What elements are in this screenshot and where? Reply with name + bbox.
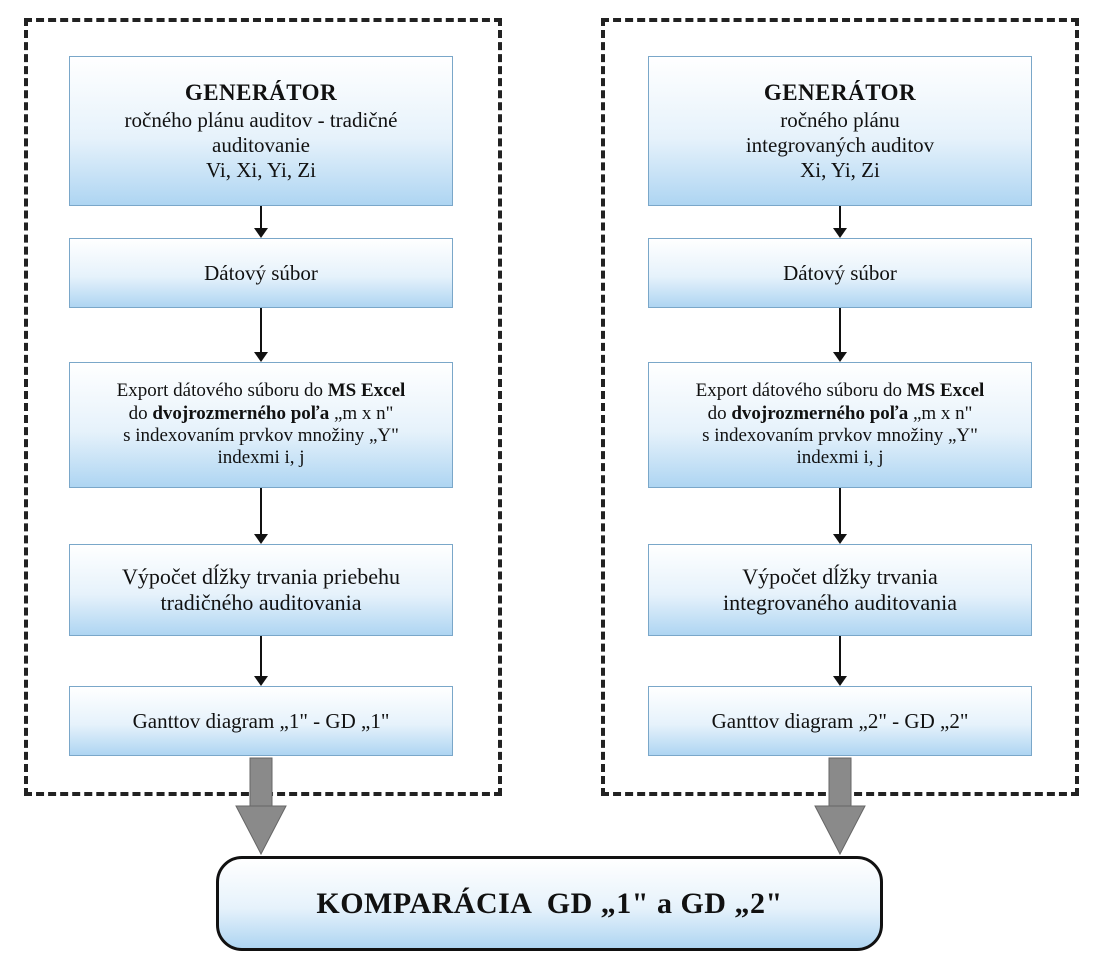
right-gantt-label: Ganttov diagram „2" - GD „2" [711,708,969,733]
left-export-l2-text: do [128,402,153,424]
right-export-line1: Export dátového súboru do MS Excel [696,380,985,402]
left-generator-line2: auditovanie [212,133,310,158]
right-export-box: Export dátového súboru do MS Excel do dv… [648,362,1032,488]
left-export-line4: indexmi i, j [217,447,305,469]
right-data-file-label: Dátový súbor [783,260,897,285]
right-arrow-4-head [833,676,847,686]
right-calc-box: Výpočet dĺžky trvania integrovaného audi… [648,544,1032,636]
right-export-l2-bold: dvojrozmerného poľa [731,402,909,424]
left-generator-vars: Vi, Xi, Yi, Zi [206,157,316,182]
left-arrow-4-line [260,636,262,676]
left-export-l1-bold: MS Excel [327,380,406,402]
left-big-arrow [235,757,287,856]
left-arrow-4-head [254,676,268,686]
left-export-box: Export dátového súboru do MS Excel do dv… [69,362,453,488]
left-generator-title: GENERÁTOR [184,80,338,106]
left-generator-line1: ročného plánu auditov - tradičné [124,108,398,133]
right-export-line2: do dvojrozmerného poľa „m x n" [708,403,973,425]
right-calc-line2: integrovaného auditovania [723,590,957,615]
right-generator-vars: Xi, Yi, Zi [800,157,880,182]
left-export-l2-bold: dvojrozmerného poľa [152,402,330,424]
left-gantt-box: Ganttov diagram „1" - GD „1" [69,686,453,756]
right-export-l2-text: do [707,402,732,424]
left-export-line3: s indexovaním prvkov množiny „Y" [123,425,399,446]
left-calc-line1: Výpočet dĺžky trvania priebehu [122,564,400,590]
left-arrow-1-head [254,228,268,238]
left-calc-box: Výpočet dĺžky trvania priebehu tradičnéh… [69,544,453,636]
comparison-label: KOMPARÁCIA GD „1" a GD „2" [316,886,783,920]
right-arrow-2-line [839,308,841,352]
left-arrow-2-line [260,308,262,352]
right-arrow-3-line [839,488,841,534]
right-arrow-3-head [833,534,847,544]
comparison-box: KOMPARÁCIA GD „1" a GD „2" [216,856,883,951]
right-generator-title: GENERÁTOR [763,80,917,106]
right-arrow-1-head [833,228,847,238]
left-arrow-3-line [260,488,262,534]
left-arrow-3-head [254,534,268,544]
right-generator-line2: integrovaných auditov [745,133,935,158]
right-generator-box: GENERÁTOR ročného plánu integrovaných au… [648,56,1032,206]
left-export-line2: do dvojrozmerného poľa „m x n" [129,403,394,425]
right-data-file-box: Dátový súbor [648,238,1032,308]
right-export-l2-post: „m x n" [908,402,973,424]
right-gantt-box: Ganttov diagram „2" - GD „2" [648,686,1032,756]
right-calc-line1: Výpočet dĺžky trvania [742,564,938,590]
left-export-line1: Export dátového súboru do MS Excel [117,380,406,402]
right-export-l1-bold: MS Excel [906,380,985,402]
right-arrow-4-line [839,636,841,676]
left-arrow-1-line [260,206,262,228]
right-arrow-2-head [833,352,847,362]
right-export-l1-text: Export dátového súboru do [695,380,907,402]
left-export-l1-text: Export dátového súboru do [116,380,328,402]
left-export-l2-post: „m x n" [329,402,394,424]
left-arrow-2-head [254,352,268,362]
right-big-arrow [814,757,866,856]
right-export-line3: s indexovaním prvkov množiny „Y" [702,425,978,446]
left-gantt-label: Ganttov diagram „1" - GD „1" [132,708,390,733]
right-generator-line1: ročného plánu [780,108,900,133]
left-calc-line2: tradičného auditovania [160,590,362,615]
right-arrow-1-line [839,206,841,228]
left-data-file-box: Dátový súbor [69,238,453,308]
right-export-line4: indexmi i, j [796,447,884,469]
left-generator-box: GENERÁTOR ročného plánu auditov - tradič… [69,56,453,206]
left-data-file-label: Dátový súbor [204,260,318,285]
